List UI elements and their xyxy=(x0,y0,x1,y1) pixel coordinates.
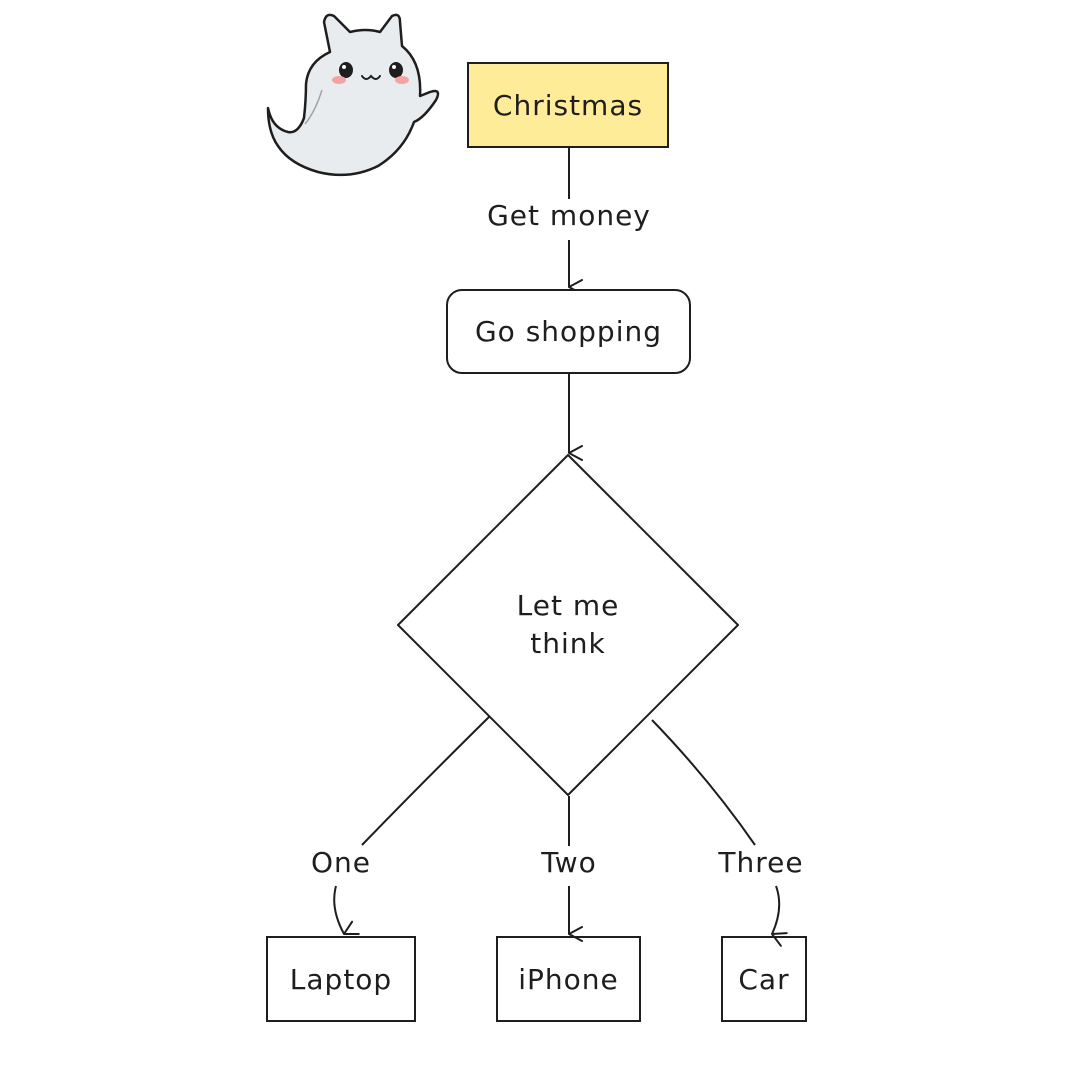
edge-branch-three-arrow xyxy=(771,885,788,947)
start-node-label: Christmas xyxy=(492,88,644,122)
decision-label-line2: think xyxy=(530,627,606,660)
edge-branch-three-line xyxy=(651,719,756,846)
option-node-iphone[interactable]: iPhone xyxy=(496,936,641,1022)
edge-label-two: Two xyxy=(526,846,612,879)
ghost-cat-icon xyxy=(266,13,440,177)
decision-diamond xyxy=(397,454,739,796)
edge-label-one: One xyxy=(298,846,384,879)
option-car-label: Car xyxy=(738,962,790,996)
option-laptop-label: Laptop xyxy=(289,962,393,996)
option-node-laptop[interactable]: Laptop xyxy=(266,936,416,1022)
action-node-label: Go shopping xyxy=(474,315,663,348)
edge-branch-one-arrow xyxy=(333,885,360,936)
edge-label-get-money: Get money xyxy=(479,199,659,232)
edge-label-three: Three xyxy=(706,846,816,879)
action-node[interactable]: Go shopping xyxy=(446,289,691,374)
decision-label-line1: Let me xyxy=(516,589,620,622)
option-iphone-label: iPhone xyxy=(518,962,619,996)
option-node-car[interactable]: Car xyxy=(721,936,807,1022)
start-node[interactable]: Christmas xyxy=(467,62,669,148)
edge-branch-one-line xyxy=(361,715,491,846)
decision-node[interactable]: Let me think xyxy=(458,580,678,670)
